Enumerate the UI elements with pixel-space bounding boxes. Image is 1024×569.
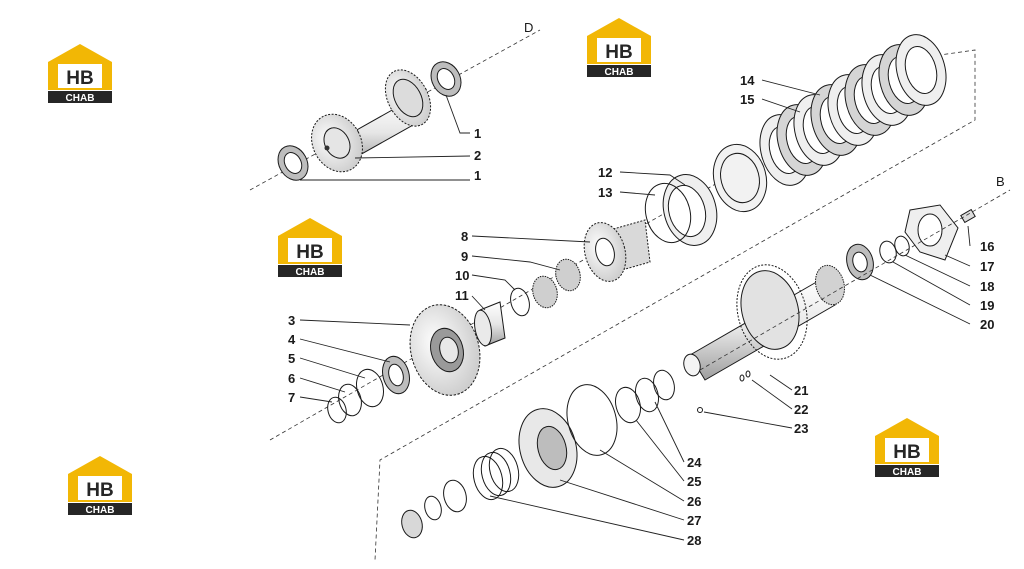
callout-9: 9 <box>461 249 468 264</box>
callout-27: 27 <box>687 513 701 528</box>
logo-top-text: HB <box>66 68 93 89</box>
callout-11: 11 <box>455 288 469 303</box>
callout-21: 21 <box>794 383 808 398</box>
bearing-upper <box>430 61 462 97</box>
callout-24: 24 <box>687 455 702 470</box>
callout-25: 25 <box>687 474 701 489</box>
logo-bottom-text: CHAB <box>296 267 325 278</box>
gear-8 <box>583 219 651 282</box>
pressure-plate <box>712 143 768 213</box>
logo: HB CHAB <box>278 218 342 278</box>
callout-23: 23 <box>794 421 808 436</box>
callout-6: 6 <box>288 371 295 386</box>
callout-17: 17 <box>980 259 994 274</box>
callout-8: 8 <box>461 229 468 244</box>
seal-24 <box>634 377 660 413</box>
bushing-11 <box>474 301 506 347</box>
logo: HB CHAB <box>587 18 651 78</box>
screw-16 <box>960 208 976 224</box>
axis-label-d: D <box>524 20 533 35</box>
bearing-lower <box>277 145 309 181</box>
axis-line-d <box>249 29 541 191</box>
pin-22b <box>745 370 751 378</box>
seal-24b <box>653 369 675 401</box>
callout-3: 3 <box>288 313 295 328</box>
callout-10: 10 <box>455 268 469 283</box>
ring-lower-c <box>401 509 423 539</box>
callout-12: 12 <box>598 165 612 180</box>
gear-small-d <box>311 113 363 173</box>
seal-25 <box>615 386 641 424</box>
spring-28 <box>472 447 520 501</box>
ring-13 <box>644 182 692 244</box>
logo-bottom-text: CHAB <box>66 93 95 104</box>
seal-27 <box>566 384 618 456</box>
needle-bearing-9a <box>532 275 558 309</box>
axis-line-b <box>699 189 1011 371</box>
callout-19: 19 <box>980 298 994 313</box>
logo-top-text: HB <box>296 242 323 263</box>
logo-bottom-text: CHAB <box>86 505 115 516</box>
washer-lower-a <box>443 479 467 513</box>
callout-2: 2 <box>474 148 481 163</box>
logo-bottom-text: CHAB <box>893 467 922 478</box>
gear-3 <box>409 304 481 396</box>
clutch-discs <box>759 34 947 186</box>
logo-top-text: HB <box>893 442 920 463</box>
pin-22a <box>739 374 745 382</box>
callout-14: 14 <box>740 73 755 88</box>
callout-5: 5 <box>288 351 295 366</box>
ring-lower-b <box>424 495 442 521</box>
callout-28: 28 <box>687 533 701 548</box>
logo: HB CHAB <box>48 44 112 104</box>
logo-bottom-text: CHAB <box>605 67 634 78</box>
assembly-frame <box>269 49 976 561</box>
axis-label-b: B <box>996 174 1005 189</box>
callout-26: 26 <box>687 494 701 509</box>
gear-large-d <box>384 69 432 127</box>
callout-16: 16 <box>980 239 994 254</box>
ball-23 <box>697 407 703 413</box>
callout-7: 7 <box>288 390 295 405</box>
logo: HB CHAB <box>68 456 132 516</box>
logo-top-text: HB <box>605 42 632 63</box>
callout-1b: 1 <box>474 168 481 183</box>
logo-top-text: HB <box>86 480 113 501</box>
clutch-assembly: B <box>269 34 1011 561</box>
callout-20: 20 <box>980 317 994 332</box>
assembly-d: D <box>249 20 541 191</box>
callout-1a: 1 <box>474 126 481 141</box>
callout-4: 4 <box>288 332 296 347</box>
callout-numbers: 1 2 1 3 4 5 6 7 8 9 10 11 12 13 14 15 16… <box>288 73 994 548</box>
shaft-21 <box>683 264 845 381</box>
leader-lines <box>299 79 971 541</box>
ring-10 <box>510 287 530 317</box>
bearing-20 <box>846 243 874 281</box>
cover-17 <box>904 204 959 261</box>
needle-bearing-9b <box>555 258 581 292</box>
snap-ring-7 <box>327 396 347 424</box>
logo-group: HB CHAB HB CHAB HB CHAB HB CHAB HB CHAB <box>48 18 939 516</box>
callout-18: 18 <box>980 279 994 294</box>
callout-15: 15 <box>740 92 754 107</box>
washer-6 <box>338 383 362 417</box>
ring-18 <box>894 235 910 257</box>
logo: HB CHAB <box>875 418 939 478</box>
piston-26 <box>518 408 578 488</box>
washer-5 <box>356 368 384 408</box>
callout-22: 22 <box>794 402 808 417</box>
callout-13: 13 <box>598 185 612 200</box>
